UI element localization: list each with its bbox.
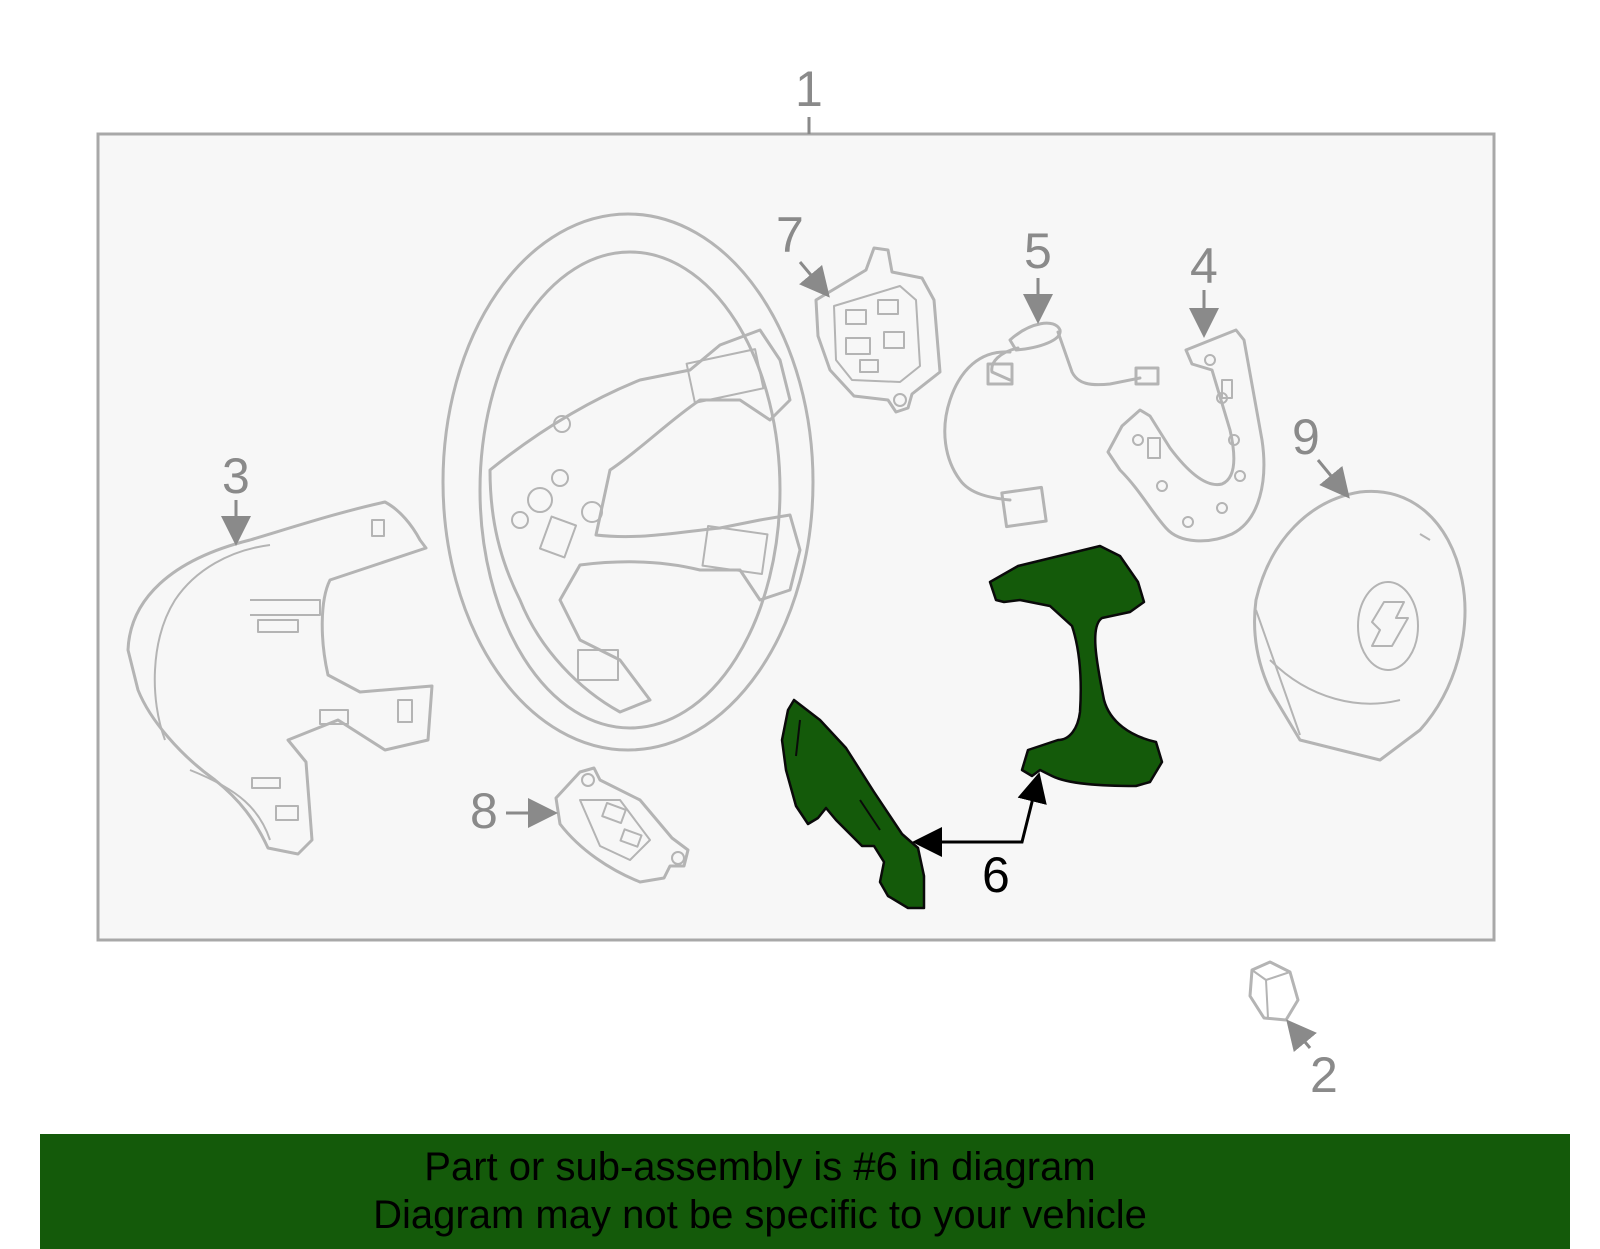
callout-6: 6	[982, 847, 1010, 903]
part-5-wiring-harness	[943, 321, 1160, 529]
callout-2: 2	[1310, 1047, 1338, 1103]
callout-8: 8	[470, 783, 498, 839]
info-banner: Part or sub-assembly is #6 in diagram Di…	[40, 1134, 1570, 1249]
callout-5: 5	[1024, 223, 1052, 279]
callout-9-leader	[1316, 459, 1350, 499]
callout-4: 4	[1190, 238, 1218, 294]
callout-9: 9	[1292, 409, 1320, 465]
steering-wheel	[441, 212, 815, 752]
part-7-switch-module	[814, 246, 942, 414]
part-8-switch	[554, 766, 690, 884]
callout-7-leader	[798, 261, 830, 298]
part-4-bezel	[1106, 328, 1266, 543]
banner-line-2: Diagram may not be specific to your vehi…	[373, 1193, 1147, 1237]
callout-6-leader	[990, 772, 1047, 844]
part-6-highlighted-trim-covers	[780, 544, 1164, 910]
callout-3: 3	[222, 448, 250, 504]
callout-7: 7	[776, 207, 804, 263]
part-2-nut	[1248, 960, 1300, 1022]
callout-1: 1	[795, 61, 823, 117]
banner-line-1: Part or sub-assembly is #6 in diagram	[424, 1145, 1096, 1189]
part-9-airbag-module	[1253, 489, 1467, 762]
callout-2-leader	[1286, 1019, 1317, 1053]
